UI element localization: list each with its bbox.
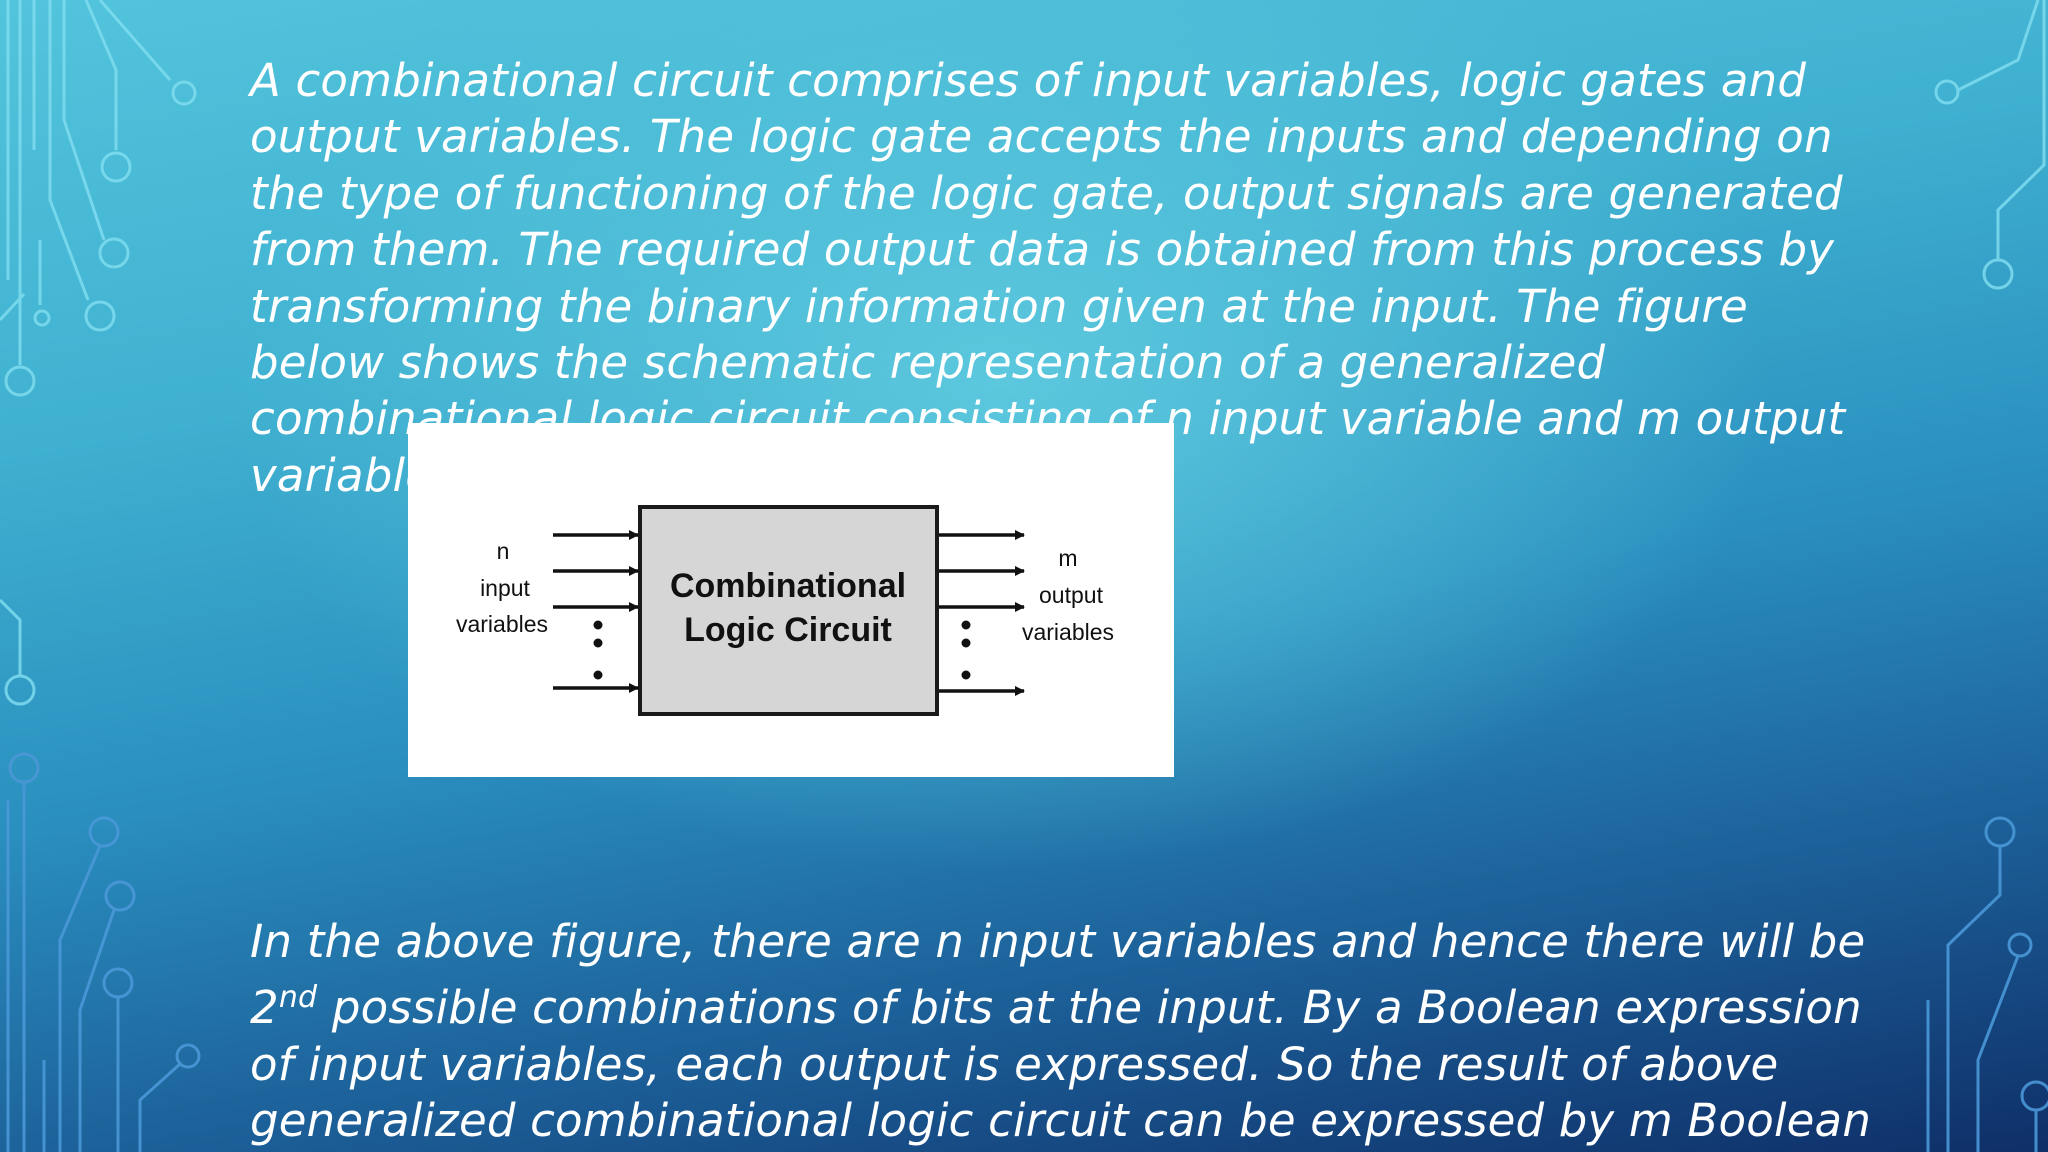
paragraph-2-part-1: In the above figure, there are n input v…: [250, 915, 1866, 1035]
slide-paragraph-explanation: In the above figure, there are n input v…: [250, 914, 1890, 1150]
paragraph-2-part-2: possible combinations of bits at the inp…: [250, 981, 1872, 1148]
block-label-line-2: Logic Circuit: [684, 611, 892, 649]
output-ellipsis: [961, 620, 971, 680]
output-label-output: output: [1039, 582, 1104, 608]
input-label-n: n: [497, 538, 510, 564]
input-ellipsis: [593, 620, 603, 680]
logic-block: [638, 505, 939, 716]
circuit-trace-decoration-left: [0, 0, 201, 1152]
output-label-variables: variables: [1022, 619, 1114, 645]
combinational-logic-diagram: Combinational Logic Circuit n in: [408, 423, 1174, 777]
diagram-svg: Combinational Logic Circuit n in: [456, 505, 1114, 716]
slide-paragraph-intro: A combinational circuit comprises of inp…: [250, 54, 1846, 502]
input-arrows: [553, 530, 639, 693]
circuit-trace-decoration-right: [1926, 0, 2048, 1152]
input-label-input: input: [480, 575, 530, 601]
paragraph-2-superscript: nd: [278, 980, 318, 1016]
output-arrows: [939, 530, 1025, 696]
input-label-variables: variables: [456, 611, 548, 637]
block-label-line-1: Combinational: [670, 567, 906, 605]
output-label-m: m: [1058, 545, 1077, 571]
